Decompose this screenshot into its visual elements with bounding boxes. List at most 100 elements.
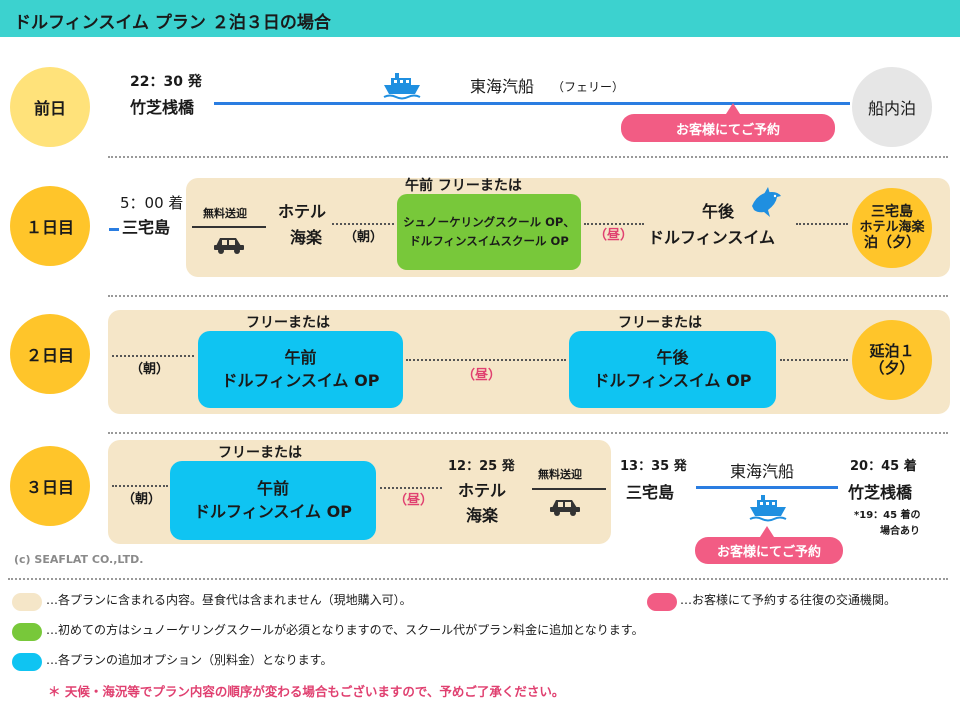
dolphin-icon	[748, 186, 784, 226]
car-icon	[212, 234, 246, 258]
school-op-box: シュノーケリングスクール OP、 ドルフィンスイムスクール OP	[397, 194, 581, 270]
am-op-line2: ドルフィンスイム OP	[194, 501, 352, 521]
stay-circle-day1: 三宅島 ホテル海楽 泊（夕）	[852, 188, 932, 268]
ferry-route-line	[696, 486, 838, 489]
page-title: ドルフィンスイム プラン ２泊３日の場合	[14, 13, 331, 33]
copyright: (c) SEAFLAT CO.,LTD.	[14, 553, 144, 566]
divider	[8, 578, 948, 580]
school-op-line1: シュノーケリングスクール OP、	[403, 214, 575, 229]
shuttle-line	[192, 226, 266, 228]
lunch-label: （昼）	[462, 368, 502, 383]
pointer-triangle	[726, 103, 740, 114]
pointer-triangle	[760, 526, 774, 537]
route-line-stub	[109, 228, 119, 231]
legend-swatch-pink	[647, 593, 677, 611]
depart-place: 竹芝桟橋	[130, 98, 195, 117]
booking-tag: お客様にてご予約	[695, 537, 843, 564]
shuttle-label: 無料送迎	[538, 468, 582, 481]
hotel-name: ホテル	[278, 202, 327, 221]
am-op-box: 午前 ドルフィンスイム OP	[170, 461, 376, 540]
dotted-connector	[406, 359, 566, 361]
day-label: ２日目	[25, 346, 74, 365]
depart-time: 22：30 発	[130, 74, 202, 90]
pm-header: フリーまたは	[618, 315, 702, 331]
day-label: １日目	[25, 218, 74, 237]
legend-green-text: …初めての方はシュノーケリングスクールが必須となりますので、スクール代がプラン料…	[46, 623, 644, 637]
stay-meal: （夕）	[869, 359, 915, 377]
ferry-route-line	[214, 102, 850, 105]
dotted-connector	[584, 223, 644, 225]
stay-meal: 泊（夕）	[864, 235, 920, 252]
am-header: フリーまたは	[218, 445, 302, 461]
pm-label: 午後	[702, 202, 735, 221]
divider	[108, 156, 948, 158]
legend-swatch-beige	[12, 593, 42, 611]
booking-tag-label: お客様にてご予約	[675, 122, 780, 138]
stay-circle-day2: 延泊１ （夕）	[852, 320, 932, 400]
dotted-connector	[780, 359, 848, 361]
stay-extend: 延泊１	[869, 341, 915, 360]
am-header: 午前 フリーまたは	[405, 178, 522, 194]
car-icon	[548, 496, 582, 520]
am-op-line1: 午前	[256, 479, 289, 499]
island-place: 三宅島	[626, 483, 675, 502]
school-op-line2: ドルフィンスイムスクール OP	[409, 234, 569, 248]
island-depart-time: 13：35 発	[620, 459, 687, 474]
day-circle-2: ２日目	[10, 314, 90, 394]
legend-swatch-cyan	[12, 653, 42, 671]
lunch-label: （昼）	[594, 228, 634, 243]
arrive-time: 20：45 着	[850, 459, 917, 474]
arrive-place: 三宅島	[122, 218, 171, 237]
lunch-label: （昼）	[394, 493, 434, 508]
title-bar	[0, 0, 960, 37]
legend-pink-text: …お客様にて予約する往復の交通機関。	[680, 593, 897, 607]
ship-icon	[748, 492, 788, 526]
legend-cyan-text: …各プランの追加オプション（別料金）となります。	[46, 653, 333, 667]
pm-op-line2: ドルフィンスイム OP	[593, 370, 752, 390]
arrive-note-2: 場合あり	[880, 526, 920, 537]
pm-op-line1: 午後	[656, 348, 689, 368]
hotel-depart-time: 12：25 発	[448, 459, 515, 474]
shuttle-label: 無料送迎	[203, 207, 247, 220]
divider	[108, 432, 948, 434]
day-label: ３日目	[25, 478, 74, 497]
ferry-name: 東海汽船	[470, 77, 535, 96]
day-circle-3: ３日目	[10, 446, 90, 526]
ship-icon	[382, 70, 422, 104]
hotel-name-2: 海楽	[466, 506, 499, 525]
day-circle-prev: 前日	[10, 67, 90, 147]
dotted-connector	[112, 355, 194, 357]
ferry-name: 東海汽船	[730, 462, 795, 481]
am-header: フリーまたは	[246, 315, 330, 331]
stay-label: 船内泊	[867, 99, 916, 118]
am-op-line1: 午前	[284, 348, 317, 368]
shuttle-line	[532, 488, 606, 490]
dotted-connector	[380, 487, 442, 489]
day-label: 前日	[33, 99, 66, 118]
stay-circle: 船内泊	[852, 67, 932, 147]
dotted-connector	[332, 223, 394, 225]
day-circle-1: １日目	[10, 186, 90, 266]
arrive-time: 5：00 着	[120, 194, 184, 212]
arrive-place: 竹芝桟橋	[848, 483, 913, 502]
ferry-note: （フェリー）	[552, 80, 625, 94]
breakfast-label: （朝）	[130, 362, 170, 377]
hotel-name: ホテル	[458, 481, 507, 500]
pm-op-box: 午後 ドルフィンスイム OP	[569, 331, 776, 408]
hotel-name-2: 海楽	[290, 228, 323, 247]
am-op-line2: ドルフィンスイム OP	[221, 370, 380, 390]
booking-tag: お客様にてご予約	[621, 114, 835, 142]
stay-hotel: ホテル海楽	[859, 219, 925, 235]
legend-swatch-green	[12, 623, 42, 641]
breakfast-label: （朝）	[122, 492, 162, 507]
breakfast-label: （朝）	[344, 230, 384, 245]
dotted-connector	[112, 485, 168, 487]
legend-beige-text: …各プランに含まれる内容。昼食代は含まれません（現地購入可）。	[46, 593, 412, 607]
am-op-box: 午前 ドルフィンスイム OP	[198, 331, 403, 408]
stay-island: 三宅島	[871, 204, 913, 221]
notice: ＊ 天候・海況等でプラン内容の順序が変わる場合もございますので、予めご了承くださ…	[48, 684, 565, 699]
pm-activity: ドルフィンスイム	[648, 228, 776, 247]
dotted-connector	[796, 223, 848, 225]
arrive-note: *19：45 着の	[854, 510, 921, 521]
booking-tag-label: お客様にてご予約	[716, 545, 821, 560]
